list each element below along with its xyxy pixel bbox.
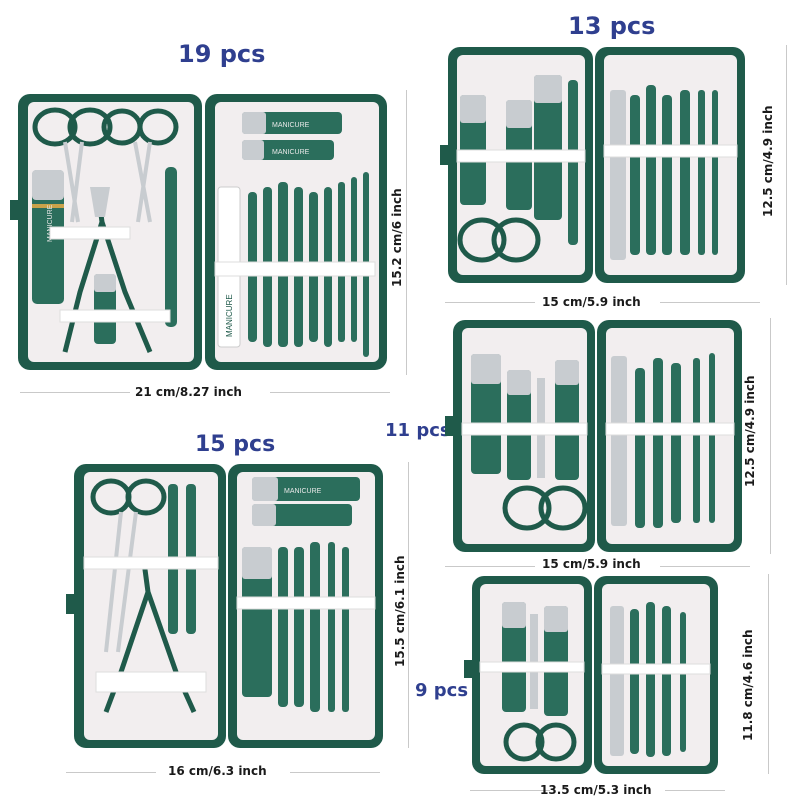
kit-13-height-line bbox=[786, 45, 787, 285]
kit-15-width-label: 16 cm/6.3 inch bbox=[168, 764, 267, 778]
kit-9-width-line-right bbox=[665, 790, 725, 791]
kit-11-width-line bbox=[445, 566, 535, 567]
kit-13-height-label: 12.5 cm/4.9 inch bbox=[761, 105, 775, 217]
kit-11-count-label: 11 pcs bbox=[385, 420, 451, 441]
kit-13-count-label: 13 pcs bbox=[568, 12, 656, 40]
kit-19-count-label: 19 pcs bbox=[178, 40, 266, 68]
kit-13-case bbox=[440, 45, 750, 285]
kit-13-width-line bbox=[445, 302, 535, 303]
svg-text:MANICURE: MANICURE bbox=[272, 149, 310, 156]
kit-11-height-line bbox=[770, 318, 771, 554]
kit-15-width-line bbox=[66, 772, 156, 773]
kit-11-width-line-right bbox=[660, 566, 750, 567]
svg-text:MANICURE: MANICURE bbox=[284, 488, 322, 495]
kit-15-height-label: 15.5 cm/6.1 inch bbox=[393, 555, 407, 667]
kit-11-width-label: 15 cm/5.9 inch bbox=[542, 557, 641, 571]
kit-9-height-line bbox=[768, 574, 769, 774]
kit-19-width-line-right bbox=[270, 392, 390, 393]
kit-19-case: MANICURE MANICURE MANICURE MANICURE bbox=[10, 92, 390, 374]
kit-15-height-line bbox=[408, 462, 409, 748]
kit-9-width-line bbox=[470, 790, 550, 791]
svg-text:MANICURE: MANICURE bbox=[47, 204, 54, 242]
kit-9-width-label: 13.5 cm/5.3 inch bbox=[540, 783, 652, 797]
kit-9-height-label: 11.8 cm/4.6 inch bbox=[741, 629, 755, 741]
kit-15-count-label: 15 pcs bbox=[195, 432, 276, 457]
kit-15-case: MANICURE bbox=[66, 462, 386, 750]
kit-13-width-line-right bbox=[660, 302, 760, 303]
kit-19-width-line bbox=[20, 392, 130, 393]
kit-19-height-line bbox=[406, 90, 407, 375]
svg-text:MANICURE: MANICURE bbox=[225, 294, 234, 337]
kit-13-width-label: 15 cm/5.9 inch bbox=[542, 295, 641, 309]
kit-9-case bbox=[464, 574, 720, 776]
kit-11-height-label: 12.5 cm/4.9 inch bbox=[743, 375, 757, 487]
kit-9-count-label: 9 pcs bbox=[415, 680, 469, 701]
svg-text:MANICURE: MANICURE bbox=[272, 122, 310, 129]
kit-19-width-label: 21 cm/8.27 inch bbox=[135, 385, 242, 399]
kit-19-height-label: 15.2 cm/6 inch bbox=[390, 188, 404, 287]
kit-15-width-line-right bbox=[290, 772, 380, 773]
kit-11-case bbox=[445, 318, 745, 554]
